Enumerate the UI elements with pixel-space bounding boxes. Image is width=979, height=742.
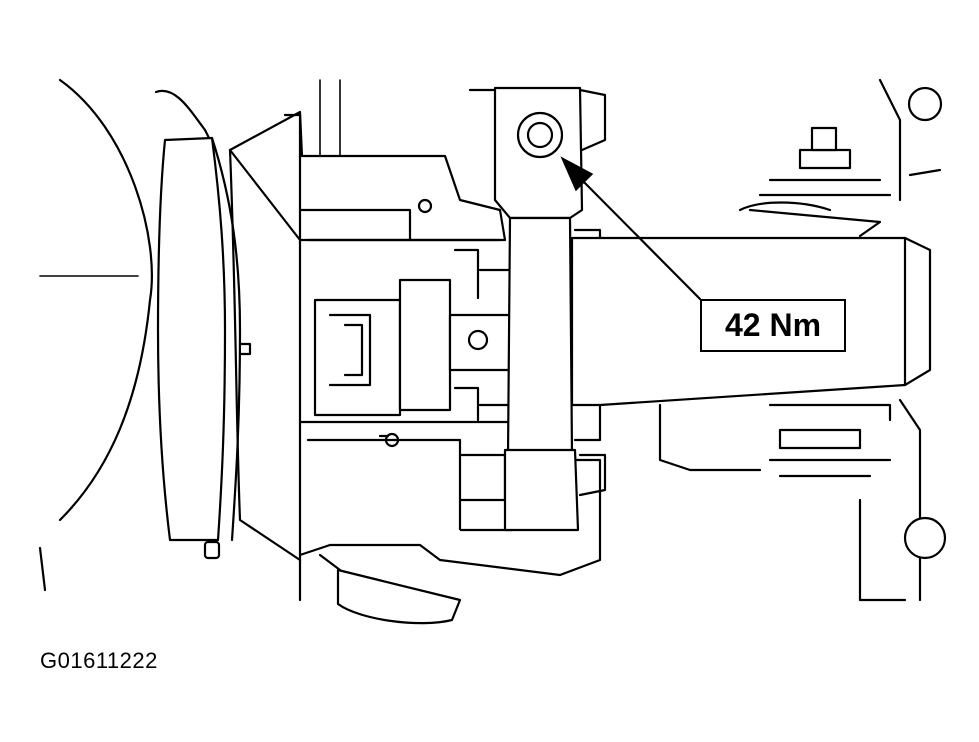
- torque-callout: 42 Nm: [700, 299, 846, 352]
- lower-bushing: [658, 398, 947, 602]
- housing-body: [228, 79, 517, 602]
- mount-bracket: [468, 86, 607, 532]
- upper-bushing: [748, 78, 943, 238]
- wheel-outline: [38, 78, 217, 592]
- callout-leader: [560, 156, 702, 301]
- figure-id: G01611222: [40, 648, 158, 673]
- disc-flange: [156, 136, 252, 560]
